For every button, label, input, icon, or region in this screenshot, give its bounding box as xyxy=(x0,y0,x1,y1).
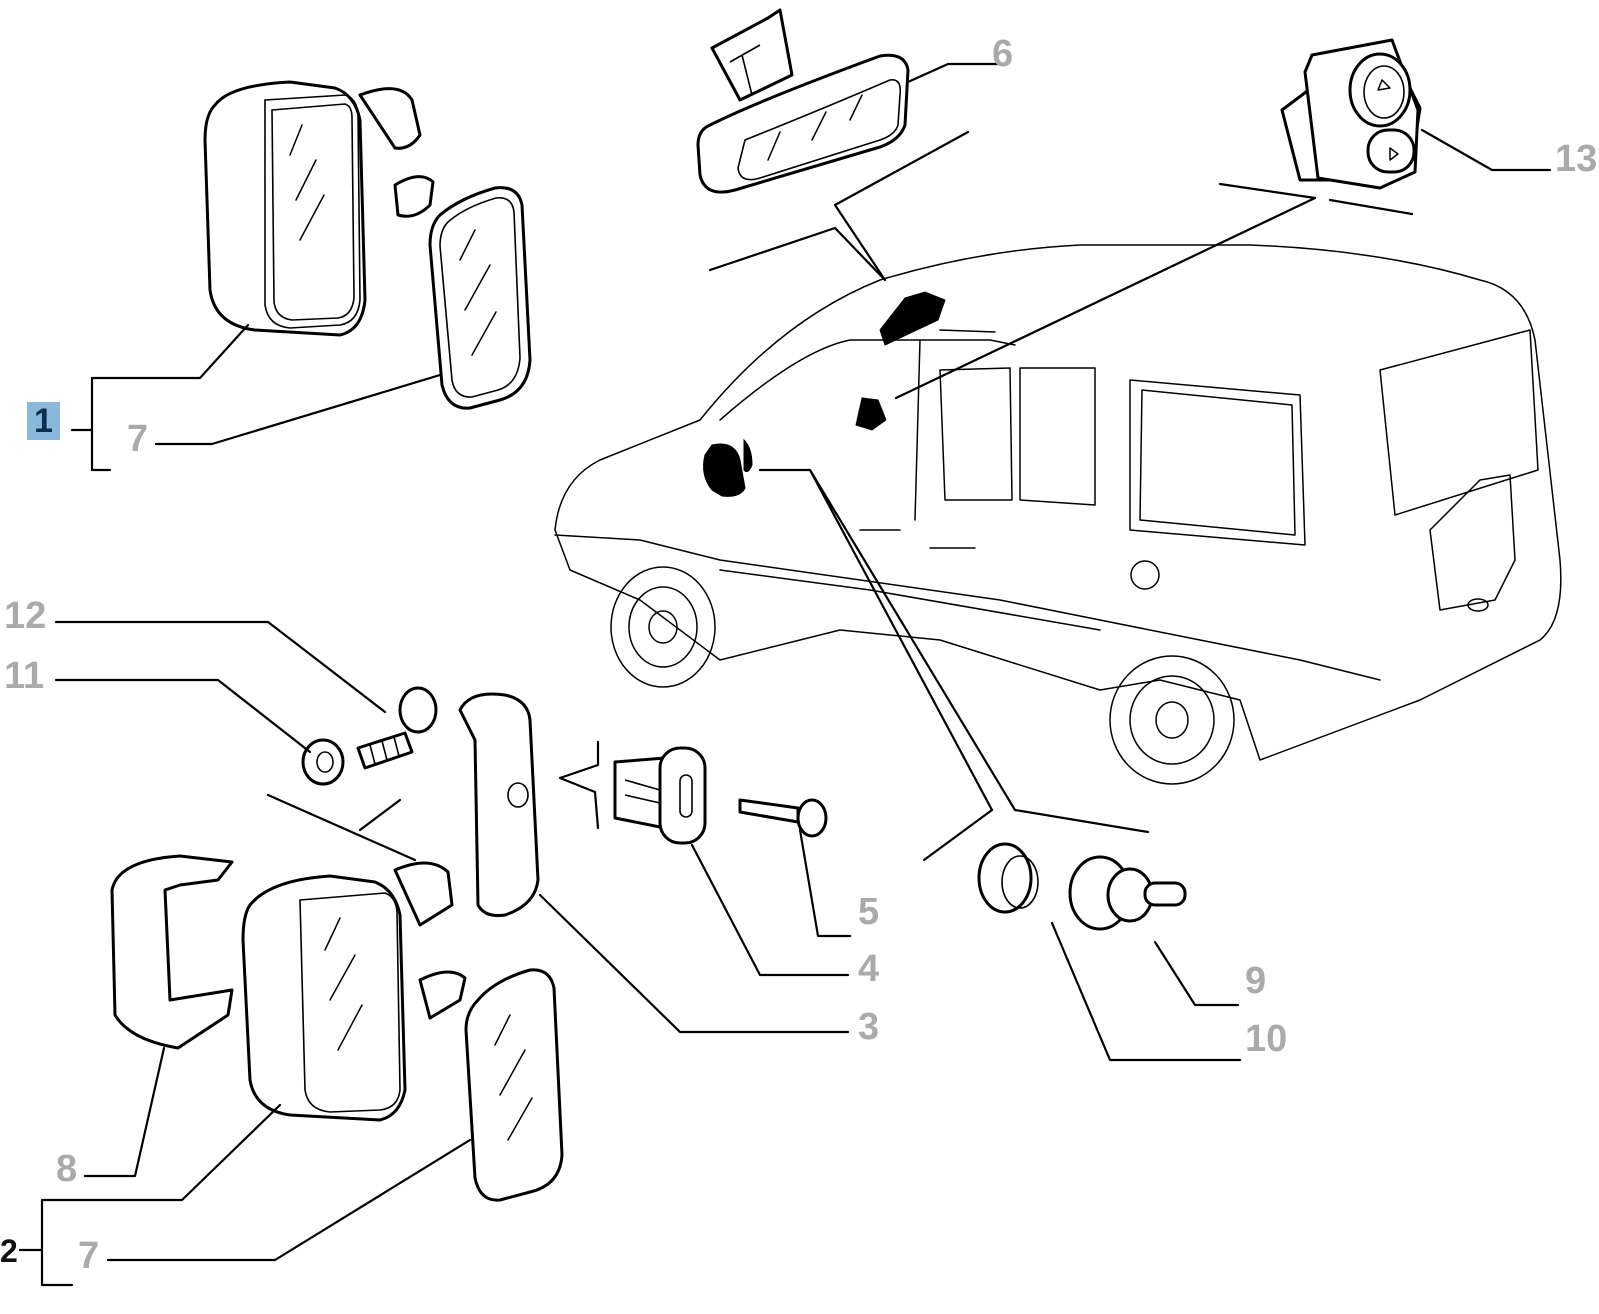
grommet[interactable] xyxy=(1068,855,1187,931)
callout-line-7a xyxy=(154,373,442,446)
callout-line-10 xyxy=(1050,921,1242,1062)
callout-line-7b xyxy=(106,1138,472,1262)
van-illustration xyxy=(554,244,1562,785)
callout-line-1 xyxy=(70,323,250,472)
callout-12[interactable]: 12 xyxy=(4,595,47,637)
callout-line-5 xyxy=(798,828,852,938)
bolt[interactable] xyxy=(356,686,438,770)
callout-4[interactable]: 4 xyxy=(858,948,880,990)
callout-13[interactable]: 13 xyxy=(1555,138,1598,180)
callout-2[interactable]: 2 xyxy=(0,1233,18,1269)
callout-1[interactable]: 1 xyxy=(27,402,60,440)
trim-panel[interactable] xyxy=(458,692,540,917)
callout-11[interactable]: 11 xyxy=(4,655,45,697)
mirror-location xyxy=(703,438,753,497)
callout-7-upper[interactable]: 7 xyxy=(127,418,149,460)
callout-line-8 xyxy=(83,1046,166,1178)
bush[interactable] xyxy=(977,842,1039,914)
callout-line-9 xyxy=(1153,940,1240,1007)
switch-location xyxy=(855,397,887,431)
callout-line-12 xyxy=(54,620,387,714)
callout-3[interactable]: 3 xyxy=(858,1006,880,1048)
right-exterior-mirror[interactable] xyxy=(241,861,467,1122)
adjuster-knob[interactable] xyxy=(613,746,707,845)
callout-10[interactable]: 10 xyxy=(1245,1018,1288,1060)
callout-9[interactable]: 9 xyxy=(1245,960,1267,1002)
callout-8[interactable]: 8 xyxy=(56,1148,78,1190)
callout-7-lower[interactable]: 7 xyxy=(78,1235,100,1277)
mirror-switch[interactable] xyxy=(1280,38,1422,190)
washer[interactable] xyxy=(301,738,345,786)
callout-line-2 xyxy=(18,1103,282,1287)
mirror-cover[interactable] xyxy=(110,854,234,1050)
callout-line-13 xyxy=(1420,128,1552,172)
callout-6[interactable]: 6 xyxy=(992,33,1014,75)
left-exterior-mirror[interactable] xyxy=(203,80,435,337)
callout-5[interactable]: 5 xyxy=(858,891,880,933)
left-mirror-glass[interactable] xyxy=(428,186,532,410)
callout-line-6 xyxy=(906,62,1002,84)
right-mirror-glass[interactable] xyxy=(464,968,564,1202)
callout-line-11 xyxy=(54,678,312,754)
callout-line-4 xyxy=(690,843,850,977)
interior-mirror-location xyxy=(879,291,946,346)
screw[interactable] xyxy=(738,798,828,838)
callout-line-3 xyxy=(538,893,850,1034)
interior-mirror[interactable] xyxy=(696,8,910,194)
